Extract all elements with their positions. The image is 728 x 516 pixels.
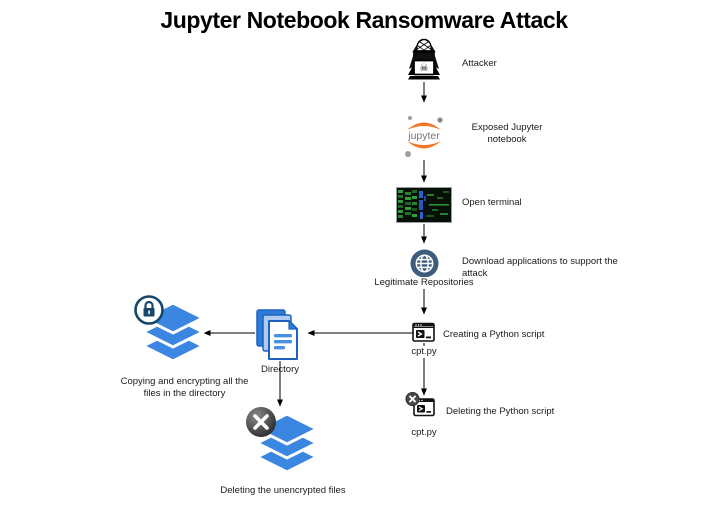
repositories-caption: Legitimate Repositories <box>344 277 504 289</box>
jupyter-label: Exposed Jupyter notebook <box>471 122 543 145</box>
delete-script-filename: cpt.py <box>400 427 448 439</box>
create-script-filename: cpt.py <box>400 346 448 358</box>
jupyter-logo-icon: jupyter <box>405 116 443 157</box>
terminal-label: Open terminal <box>462 197 522 208</box>
hacker-icon: ☠ <box>408 38 440 80</box>
layers-x-icon <box>246 407 319 474</box>
documents-stack-icon <box>256 309 299 360</box>
delete-files-label: Deleting the unencrypted files <box>220 485 346 496</box>
console-window-x-icon <box>405 392 435 417</box>
x-badge-icon <box>246 407 276 437</box>
diagram-title: Jupyter Notebook Ransomware Attack <box>160 7 568 33</box>
lock-badge-icon <box>134 295 164 325</box>
attacker-label: Attacker <box>462 58 497 69</box>
terminal-screen-icon <box>396 187 452 223</box>
repositories-label: Download applications to support the att… <box>462 256 618 279</box>
create-script-label: Creating a Python script <box>443 329 545 340</box>
terminal-code-art <box>398 190 449 218</box>
console-window-icon <box>412 322 435 342</box>
skull-icon: ☠ <box>420 63 429 74</box>
x-badge-small-icon <box>405 392 420 406</box>
jupyter-logo-text: jupyter <box>407 130 440 142</box>
delete-script-label: Deleting the Python script <box>446 406 555 417</box>
layers-lock-icon <box>134 295 205 363</box>
globe-icon <box>410 249 439 278</box>
directory-label: Directory <box>260 364 299 375</box>
terminal-blue-art <box>419 191 426 219</box>
encrypt-files-label: Copying and encrypting all the files in … <box>120 376 249 399</box>
